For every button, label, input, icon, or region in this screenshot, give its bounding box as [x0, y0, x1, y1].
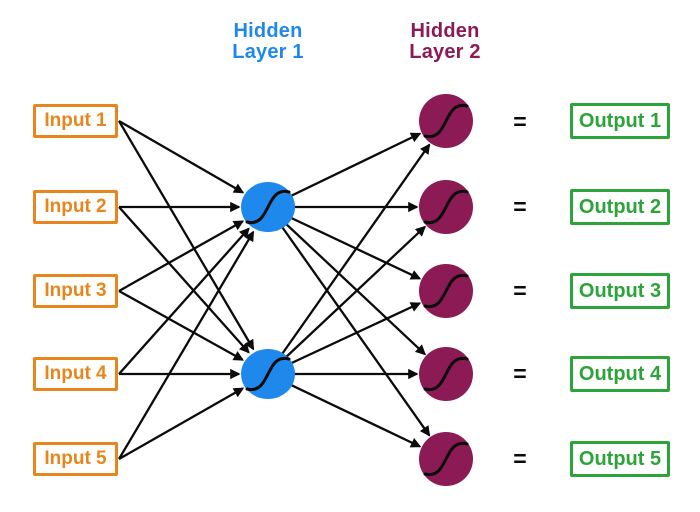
hidden1-node-2	[241, 349, 295, 399]
sigmoid-icon	[423, 442, 469, 476]
connection-arrow	[118, 206, 250, 354]
output-4-box: Output 4	[570, 356, 670, 392]
input-3-box: Input 3	[33, 274, 118, 308]
equals-sign-3: =	[513, 277, 527, 304]
sigmoid-icon	[245, 357, 291, 391]
hidden1-node-1	[241, 182, 295, 232]
sigmoid-icon	[423, 190, 469, 224]
hidden-layer-1-title: Hidden Layer 1	[232, 20, 304, 63]
connection-arrow	[118, 120, 245, 194]
sigmoid-icon	[423, 357, 469, 391]
equals-sign-1: =	[513, 108, 527, 135]
connection-arrow	[267, 225, 426, 375]
hidden2-node-5	[419, 432, 473, 486]
input-2-box: Input 2	[33, 190, 118, 224]
connection-arrow	[118, 230, 255, 460]
equals-sign-4: =	[513, 360, 527, 387]
connection-arrow	[267, 132, 422, 209]
hidden2-node-1	[419, 94, 473, 148]
connection-arrow	[267, 143, 431, 375]
output-1-box: Output 1	[570, 103, 670, 139]
sigmoid-icon	[423, 104, 469, 138]
sigmoid-icon	[423, 274, 469, 308]
connection-arrow	[267, 372, 422, 448]
input-5-box: Input 5	[33, 442, 118, 476]
connection-arrow	[118, 220, 245, 293]
connection-arrow	[118, 227, 250, 375]
connection-arrow	[267, 302, 422, 376]
hidden-layer-2-title: Hidden Layer 2	[409, 20, 481, 63]
hidden2-node-3	[419, 264, 473, 318]
input-4-box: Input 4	[33, 357, 118, 391]
sigmoid-icon	[245, 190, 291, 224]
output-5-box: Output 5	[570, 441, 670, 477]
connection-arrow	[267, 206, 431, 437]
output-2-box: Output 2	[570, 189, 670, 225]
connection-arrow	[267, 206, 426, 356]
equals-sign-2: =	[513, 193, 527, 220]
output-3-box: Output 3	[570, 273, 670, 309]
hidden2-node-4	[419, 347, 473, 401]
connection-arrow	[118, 289, 245, 361]
connection-arrow	[118, 120, 255, 351]
equals-sign-5: =	[513, 445, 527, 472]
connection-arrow	[118, 387, 245, 460]
hidden2-node-2	[419, 180, 473, 234]
connection-arrow	[267, 205, 422, 280]
input-1-box: Input 1	[33, 104, 118, 138]
